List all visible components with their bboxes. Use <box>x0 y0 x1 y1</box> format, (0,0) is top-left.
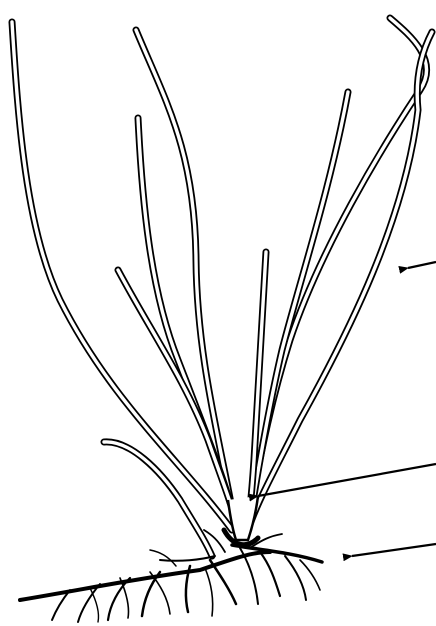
leaf-blade-9 <box>104 442 212 556</box>
root-system <box>20 530 322 622</box>
pointer-arrows <box>258 262 436 556</box>
leaf-blade-5 <box>246 18 427 530</box>
leaf-blade-pointer-arrow <box>408 262 436 268</box>
leaf-blade-2 <box>136 30 236 530</box>
root-system-pointer-arrow <box>352 544 436 556</box>
leaf-blade-6 <box>248 32 432 530</box>
stem-base-pointer-arrow <box>258 464 436 496</box>
stem-base <box>224 496 258 545</box>
